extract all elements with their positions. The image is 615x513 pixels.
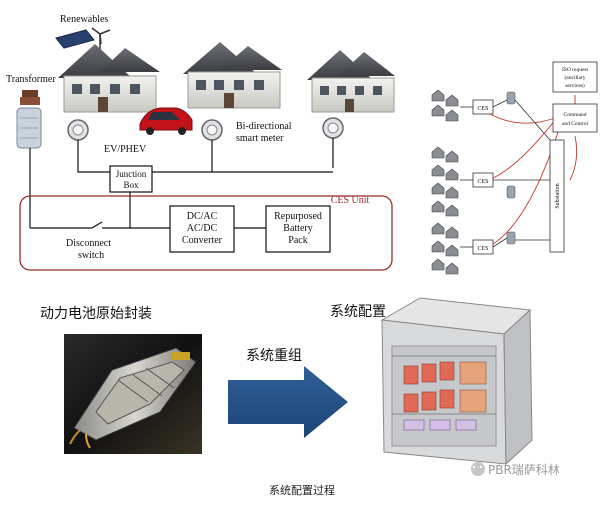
house-icon bbox=[58, 44, 160, 113]
junction-box-label-line1: Junction bbox=[116, 169, 147, 179]
battery-pack-photo bbox=[64, 334, 202, 454]
iso-request-label-line3: services) bbox=[565, 82, 585, 89]
grid-diagram: Renewables Transformer bbox=[6, 14, 395, 271]
transformer-icon bbox=[16, 90, 42, 149]
caption: 系统配置过程 bbox=[269, 484, 335, 497]
process-diagram: 动力电池原始封装 系统重组 系统配置 bbox=[40, 297, 560, 497]
solar-panel-icon bbox=[55, 29, 95, 49]
battery-pack-label-line3: Pack bbox=[288, 235, 307, 246]
meter-icon bbox=[201, 119, 223, 141]
substation-label: Substation bbox=[555, 183, 561, 208]
command-control-label-line1: Command bbox=[564, 112, 587, 118]
svg-text:CES: CES bbox=[477, 179, 488, 185]
converter-box bbox=[169, 205, 235, 253]
meter-icon bbox=[67, 119, 89, 141]
configuration-title: 系统配置 bbox=[330, 304, 386, 320]
substation-box bbox=[549, 139, 565, 253]
house-icon bbox=[307, 50, 395, 113]
watermark: PBR瑞萨科林 bbox=[471, 462, 560, 477]
converter-label-line1: DC/AC bbox=[187, 211, 218, 222]
ces-box: CES bbox=[472, 239, 494, 255]
command-control-label-line2: and Control bbox=[562, 121, 589, 127]
renewables-label: Renewables bbox=[60, 14, 108, 25]
ces-unit-label: CES Unit bbox=[331, 195, 370, 206]
wiring bbox=[29, 138, 334, 229]
control-diagram: CES CES CES bbox=[431, 61, 598, 275]
pole-transformer-icon bbox=[506, 91, 516, 245]
command-control-box bbox=[552, 103, 598, 133]
ces-box: CES bbox=[472, 99, 494, 115]
ces-box: CES bbox=[472, 172, 494, 188]
reassembly-label: 系统重组 bbox=[246, 348, 302, 364]
house-icon bbox=[183, 42, 282, 109]
smart-meter-label-line2: smart meter bbox=[236, 133, 284, 144]
meter-icon bbox=[322, 117, 344, 139]
svg-text:CES: CES bbox=[477, 106, 488, 112]
original-packaging-title: 动力电池原始封装 bbox=[40, 306, 152, 322]
watermark-text: PBR瑞萨科林 bbox=[488, 463, 560, 477]
junction-box bbox=[109, 165, 153, 193]
iso-request-label-line2: (ancillary bbox=[564, 74, 585, 81]
converter-label-line3: Converter bbox=[182, 235, 223, 246]
transformer-label: Transformer bbox=[6, 74, 56, 85]
ces-unit-box bbox=[19, 195, 393, 271]
disconnect-switch-label-line2: switch bbox=[78, 250, 104, 261]
battery-pack-box bbox=[265, 205, 331, 253]
ev-phev-label: EV/PHEV bbox=[104, 144, 147, 155]
converter-label-line2: AC/DC bbox=[187, 223, 218, 234]
svg-text:CES: CES bbox=[477, 246, 488, 252]
disconnect-switch-label-line1: Disconnect bbox=[66, 238, 111, 249]
iso-request-label-line1: ISO request bbox=[562, 67, 589, 73]
junction-box-label-line2: Box bbox=[123, 180, 139, 190]
battery-pack-label-line2: Battery bbox=[283, 223, 312, 234]
car-icon bbox=[139, 107, 193, 135]
arrow-right-icon bbox=[228, 366, 348, 438]
battery-container-illustration bbox=[380, 297, 533, 466]
iso-request-box bbox=[552, 61, 598, 93]
smart-meter-label-line1: Bi-directional bbox=[236, 121, 292, 132]
battery-pack-label-line1: Repurposed bbox=[274, 211, 322, 222]
home-cluster-icons bbox=[431, 89, 459, 275]
